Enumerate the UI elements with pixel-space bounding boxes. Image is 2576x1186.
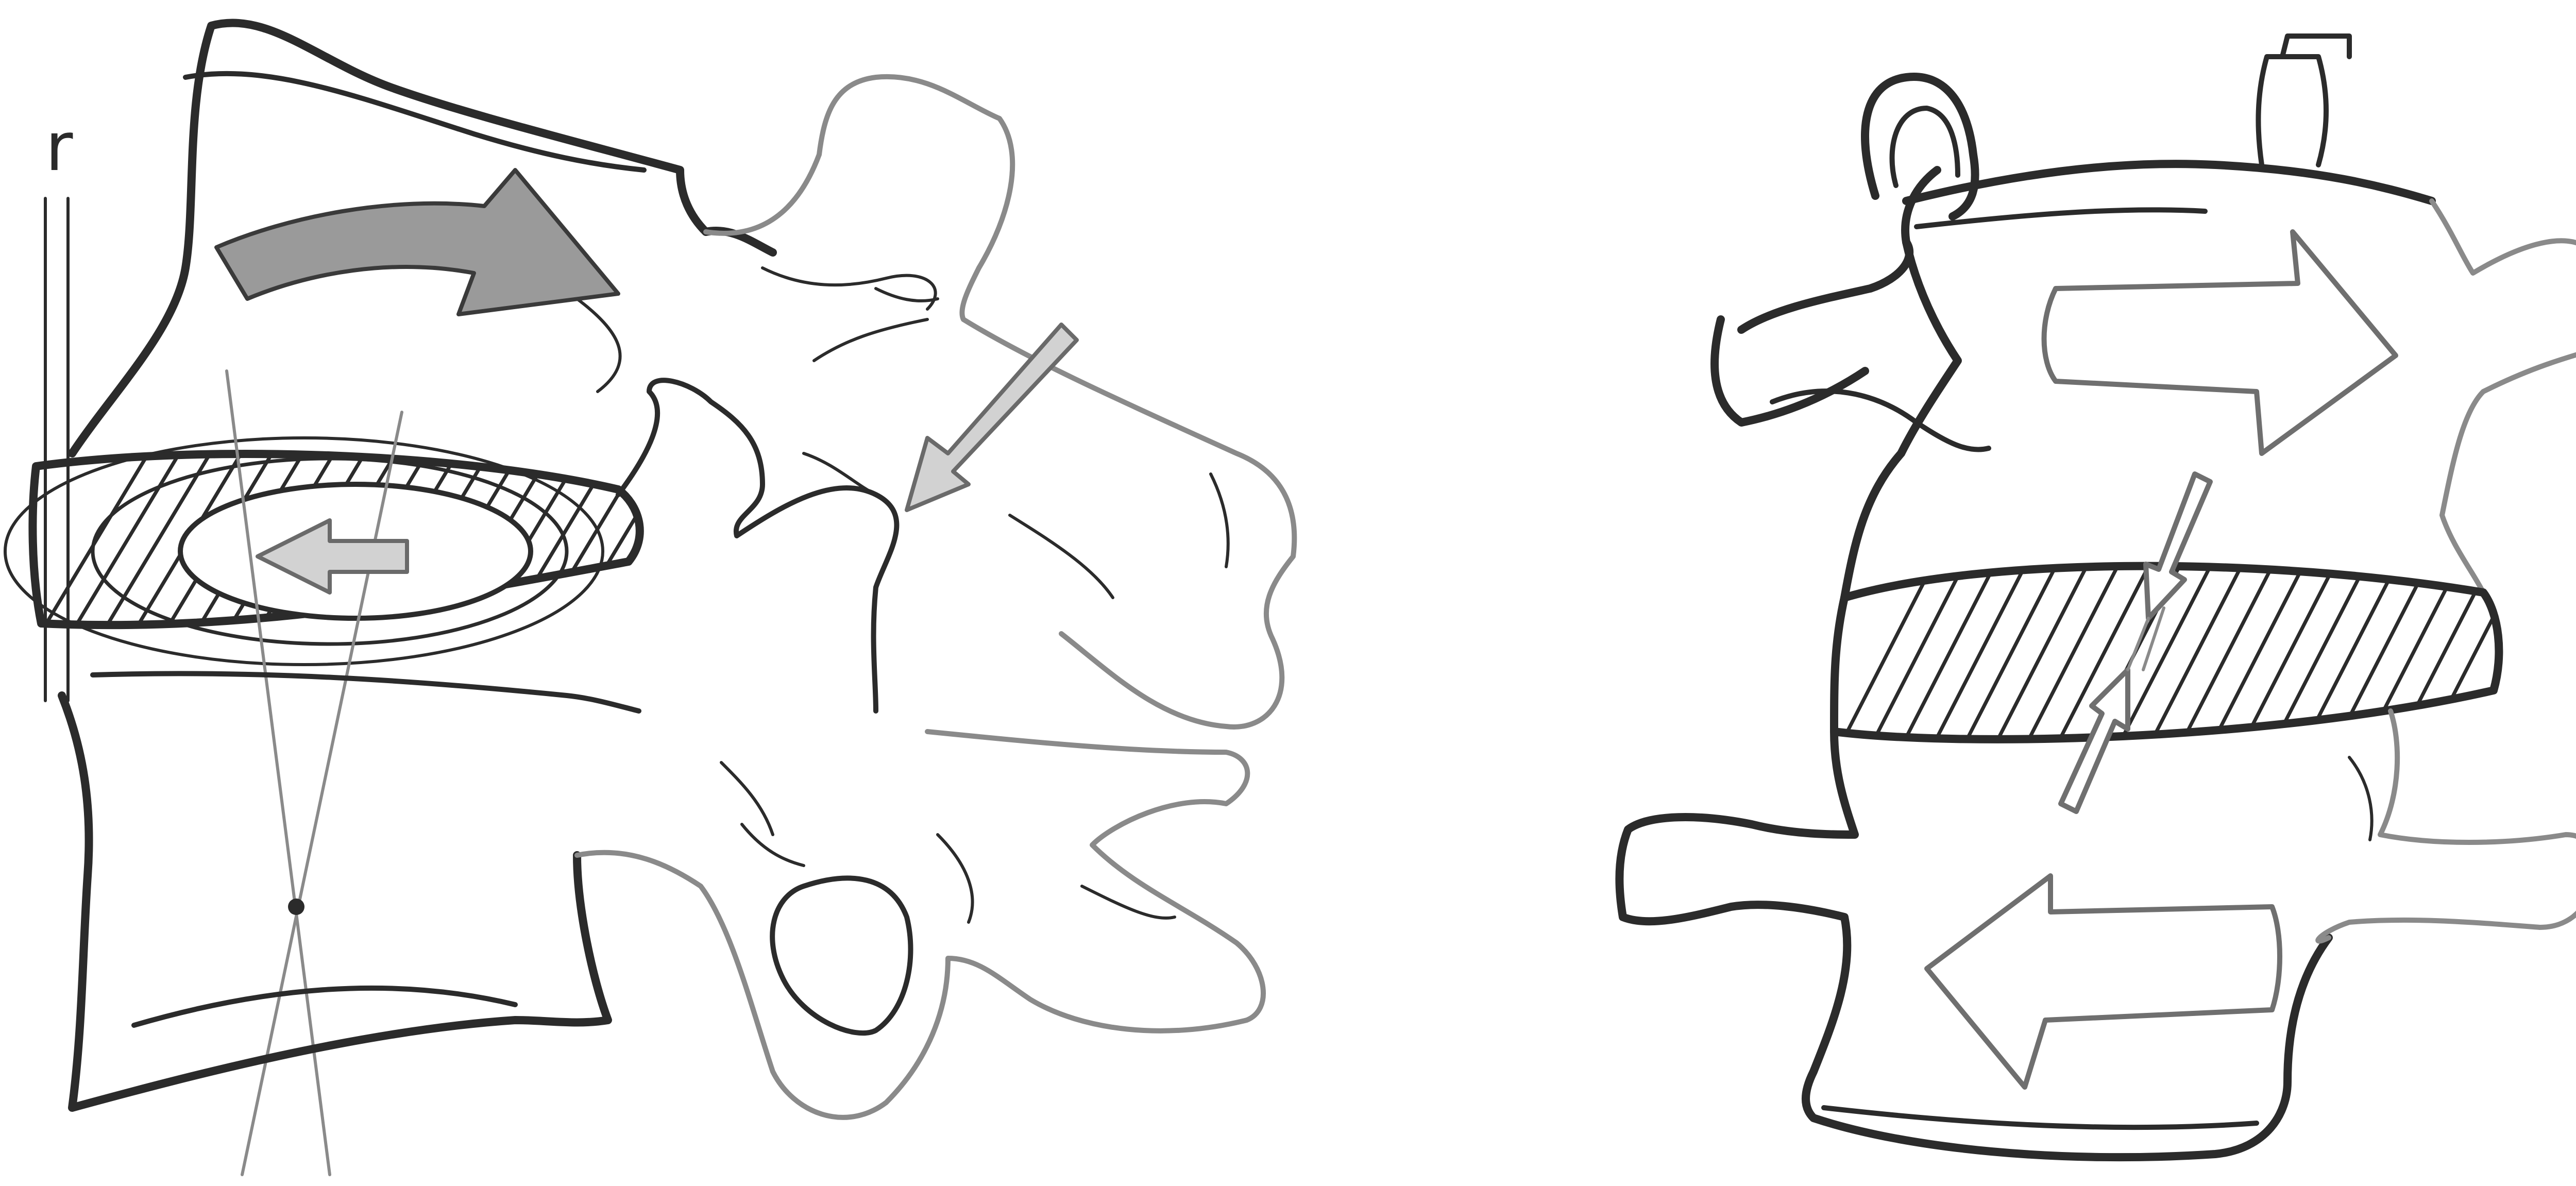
upper-vertebral-body-right xyxy=(1844,170,1958,598)
facet-force-arrow xyxy=(907,325,1077,510)
rotation-arrow-upper-right xyxy=(2044,232,2396,453)
rotation-arrow-lower-right xyxy=(1927,876,2280,1087)
disc-compression-arrows xyxy=(2061,474,2210,811)
lower-vertebral-body xyxy=(62,696,608,1108)
left-vertebra-diagram: r xyxy=(5,23,1294,1175)
center-of-rotation xyxy=(288,899,304,915)
reference-label-r: r xyxy=(45,108,73,186)
right-vertebra-diagram xyxy=(1619,36,2576,1157)
lower-posterior-elements xyxy=(577,732,1263,1117)
rotation-arrow-upper-left xyxy=(216,170,618,314)
